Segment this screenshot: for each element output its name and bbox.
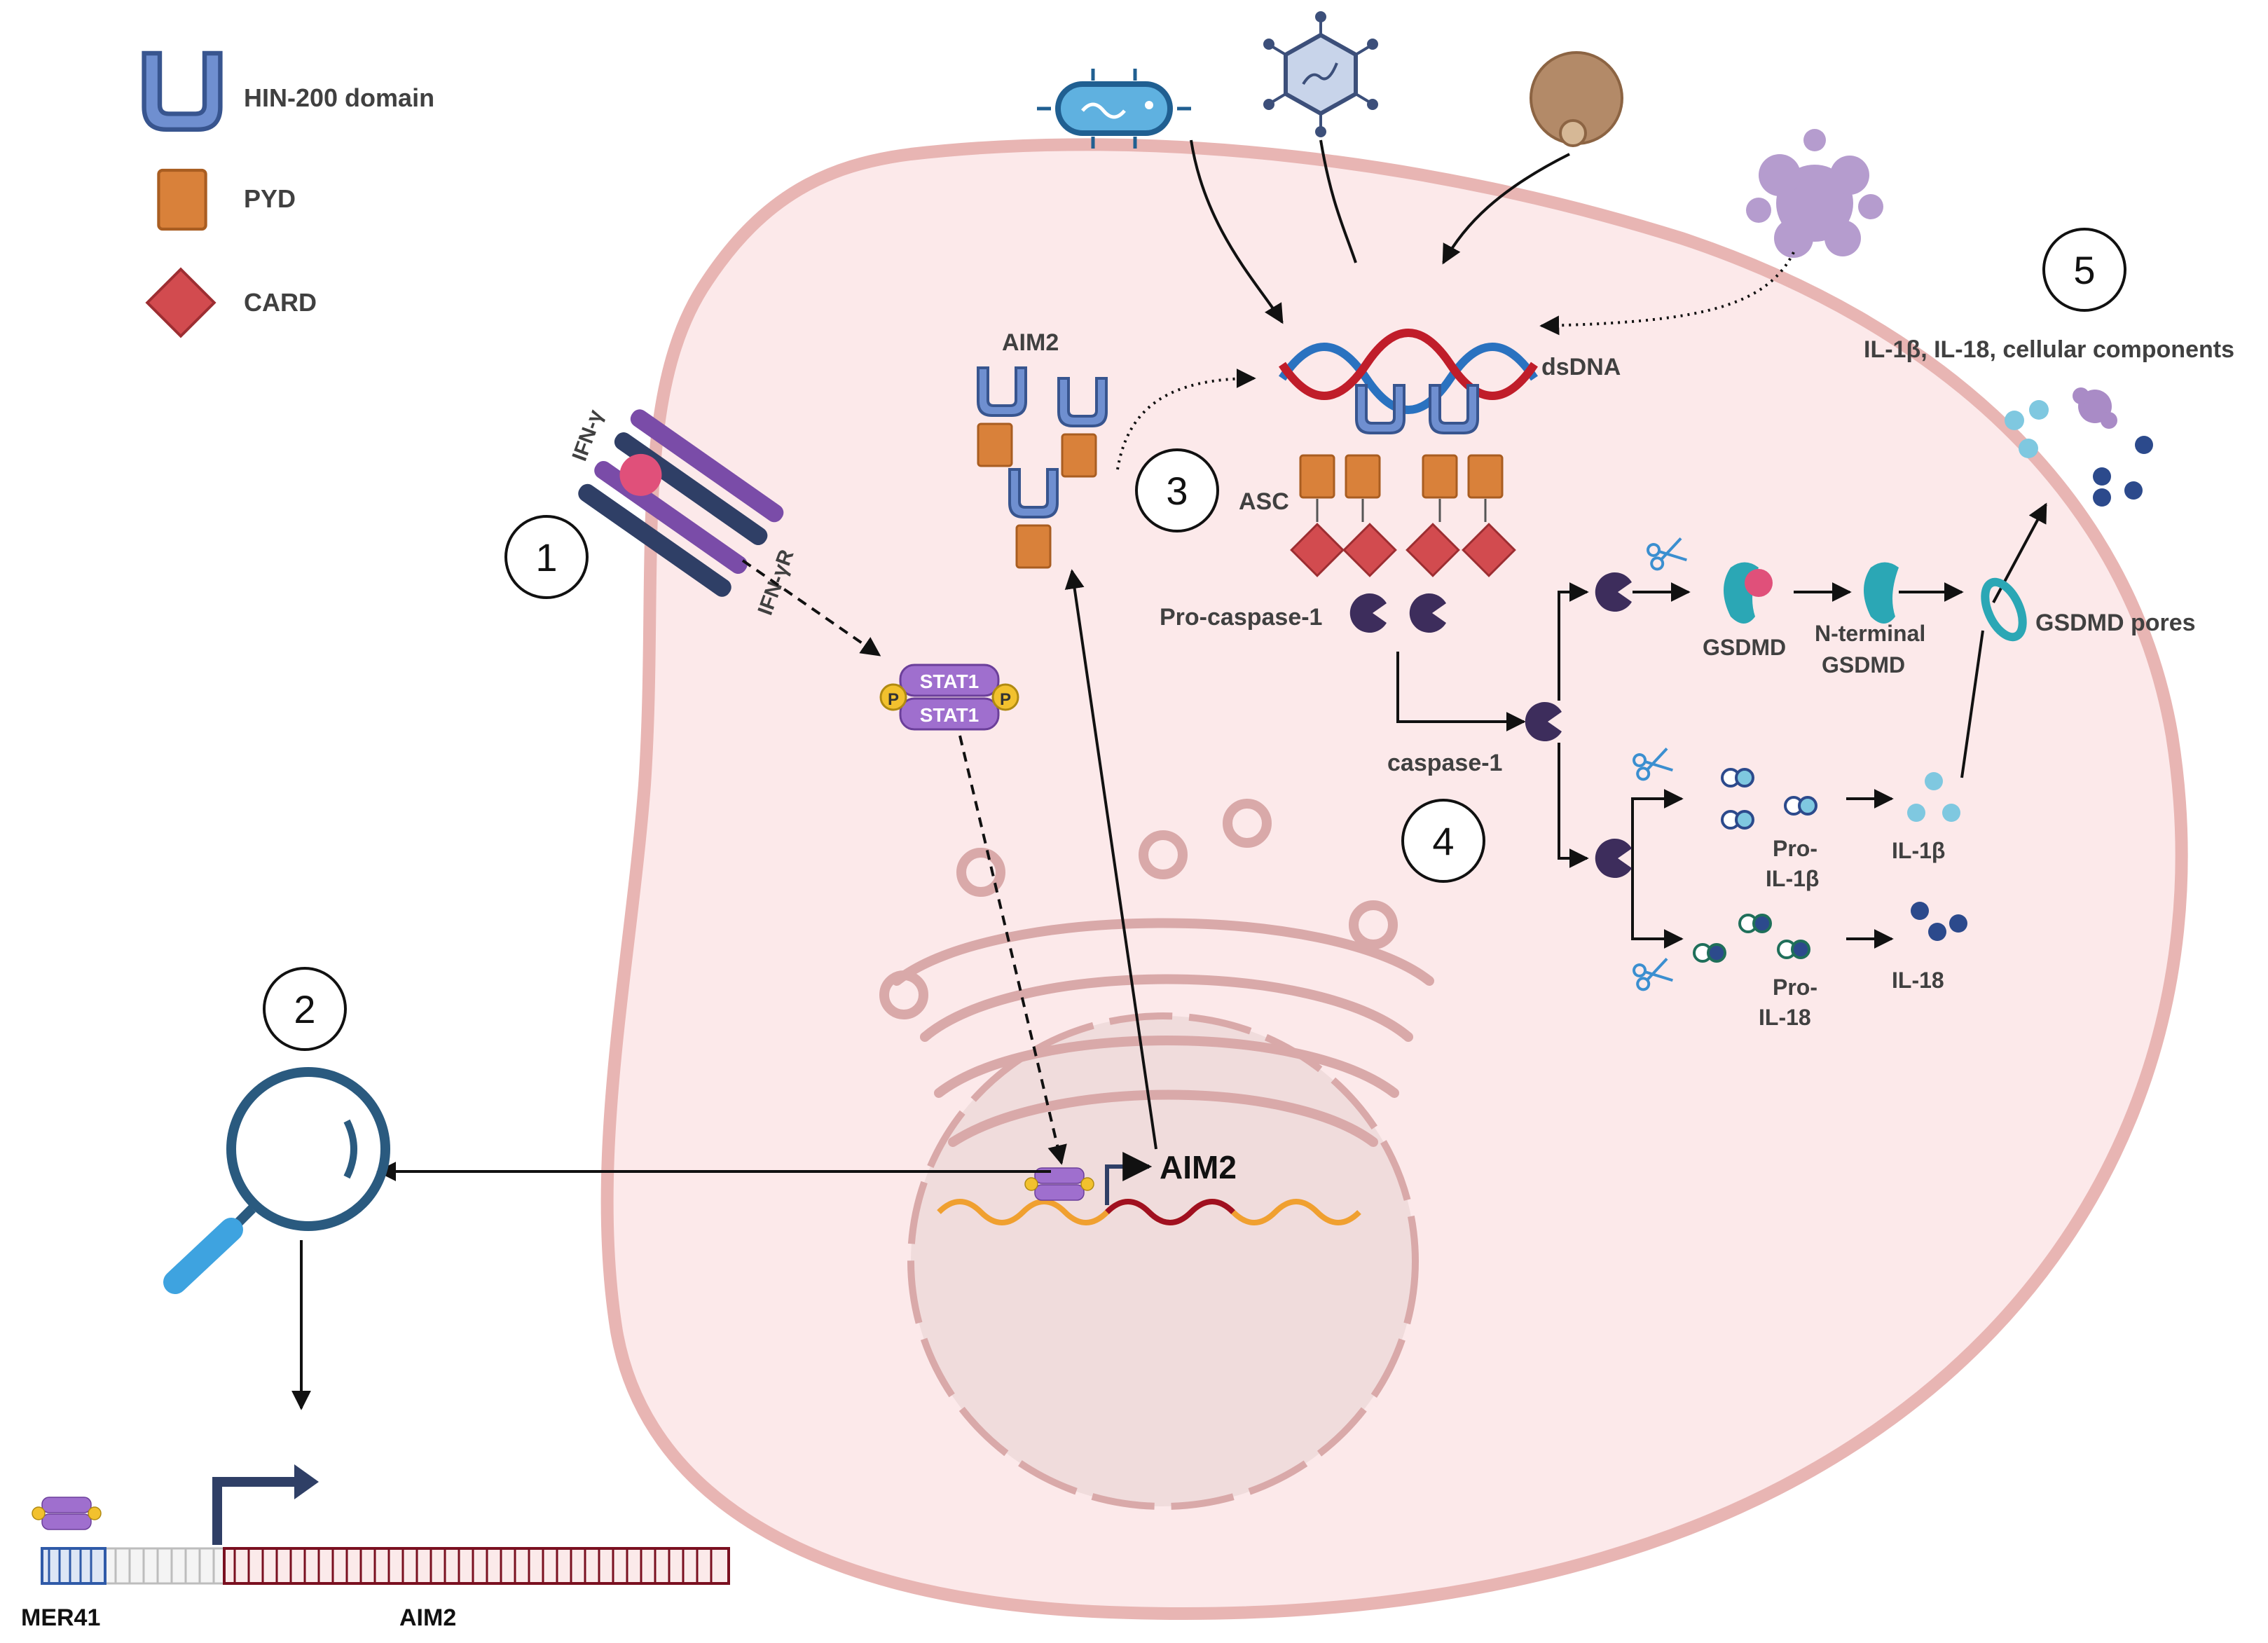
ifn-gamma-label: IFN-γ bbox=[568, 406, 608, 464]
step-5-marker: 5 bbox=[2042, 228, 2126, 312]
pro-caspase1-label: Pro-caspase-1 bbox=[1160, 604, 1322, 631]
aim2-locus-label: AIM2 bbox=[399, 1604, 456, 1631]
asc-label: ASC bbox=[1239, 488, 1289, 515]
legend-hin200-label: HIN-200 domain bbox=[244, 83, 434, 112]
legend: HIN-200 domain PYD CARD bbox=[144, 53, 434, 338]
svg-text:3: 3 bbox=[1166, 469, 1188, 513]
pro-il18-icons bbox=[1693, 914, 1810, 963]
virus-icon bbox=[1263, 11, 1378, 137]
pyd-icon bbox=[158, 170, 205, 229]
bacterium-icon bbox=[1037, 69, 1191, 149]
dsdna-label: dsDNA bbox=[1541, 354, 1621, 380]
stat1-dimer-locus bbox=[32, 1497, 102, 1530]
aim2-gene-label: AIM2 bbox=[1160, 1149, 1237, 1185]
phospho-right-label: P bbox=[1000, 690, 1011, 709]
svg-text:4: 4 bbox=[1432, 819, 1454, 863]
pro-il1b-label-1: Pro- bbox=[1773, 836, 1817, 861]
genomic-locus bbox=[32, 1464, 730, 1585]
released-components-label: IL-1β, IL-18, cellular components bbox=[1864, 336, 2234, 363]
pro-il18-label-2: IL-18 bbox=[1759, 1005, 1811, 1030]
stat1-top-label: STAT1 bbox=[920, 671, 980, 692]
dsdna-helix bbox=[1279, 329, 1538, 414]
gsdmd-pores-label: GSDMD pores bbox=[2035, 610, 2196, 636]
signal-arrows bbox=[291, 139, 2047, 1410]
pro-il1b-label-2: IL-1β bbox=[1766, 866, 1819, 891]
step-1-marker: 1 bbox=[504, 515, 589, 599]
il18-icons bbox=[1911, 902, 1967, 941]
pro-il18-label-1: Pro- bbox=[1773, 975, 1817, 1000]
promoter-arrow-icon bbox=[1105, 1152, 1153, 1205]
promoter-arrow-head bbox=[294, 1464, 319, 1499]
magnifier-icon bbox=[163, 1067, 390, 1294]
phospho-left-label: P bbox=[888, 690, 899, 709]
locus-rungs bbox=[48, 1548, 713, 1583]
legend-pyd-label: PYD bbox=[244, 184, 296, 213]
endoplasmic-reticulum bbox=[879, 799, 1434, 1147]
il1b-label: IL-1β bbox=[1892, 838, 1945, 863]
il1b-icons bbox=[1907, 772, 1960, 822]
il18-label: IL-18 bbox=[1892, 968, 1944, 993]
gsdmd-full bbox=[1724, 562, 1773, 624]
aim2-gene-dna bbox=[1105, 1199, 1235, 1225]
stat1-bottom-label: STAT1 bbox=[920, 704, 980, 726]
n-terminal-gsdmd-shape bbox=[1864, 562, 1899, 624]
pro-il1b-icons bbox=[1721, 768, 1817, 830]
hin200-icon bbox=[144, 53, 221, 130]
debris-icon bbox=[1746, 129, 1883, 258]
aim2-protein-label: AIM2 bbox=[1002, 329, 1059, 356]
n-terminal-gsdmd-label-1: N-terminal bbox=[1815, 621, 1925, 646]
fungus-icon bbox=[1530, 51, 1623, 147]
released-components-icons bbox=[2005, 387, 2153, 507]
card-icon bbox=[146, 268, 216, 338]
cell-membrane bbox=[600, 138, 2188, 1620]
svg-text:2: 2 bbox=[294, 987, 315, 1031]
ifn-gamma-receptor bbox=[578, 409, 784, 597]
step-2-marker: 2 bbox=[263, 967, 347, 1051]
step-4-marker: 4 bbox=[1401, 799, 1485, 883]
promoter-arrow-icon bbox=[212, 1477, 301, 1545]
caspase1-label: caspase-1 bbox=[1387, 750, 1502, 776]
n-terminal-gsdmd-label-2: GSDMD bbox=[1822, 652, 1905, 678]
step-3-marker: 3 bbox=[1135, 448, 1219, 532]
nucleus bbox=[907, 1012, 1419, 1510]
mer41-label: MER41 bbox=[21, 1604, 100, 1631]
svg-text:1: 1 bbox=[535, 535, 557, 579]
svg-text:5: 5 bbox=[2073, 248, 2095, 292]
legend-card-label: CARD bbox=[244, 288, 317, 317]
gsdmd-pore bbox=[1981, 577, 2027, 642]
gsdmd-label: GSDMD bbox=[1703, 635, 1786, 660]
aim2-inflammasome bbox=[1290, 384, 1516, 633]
